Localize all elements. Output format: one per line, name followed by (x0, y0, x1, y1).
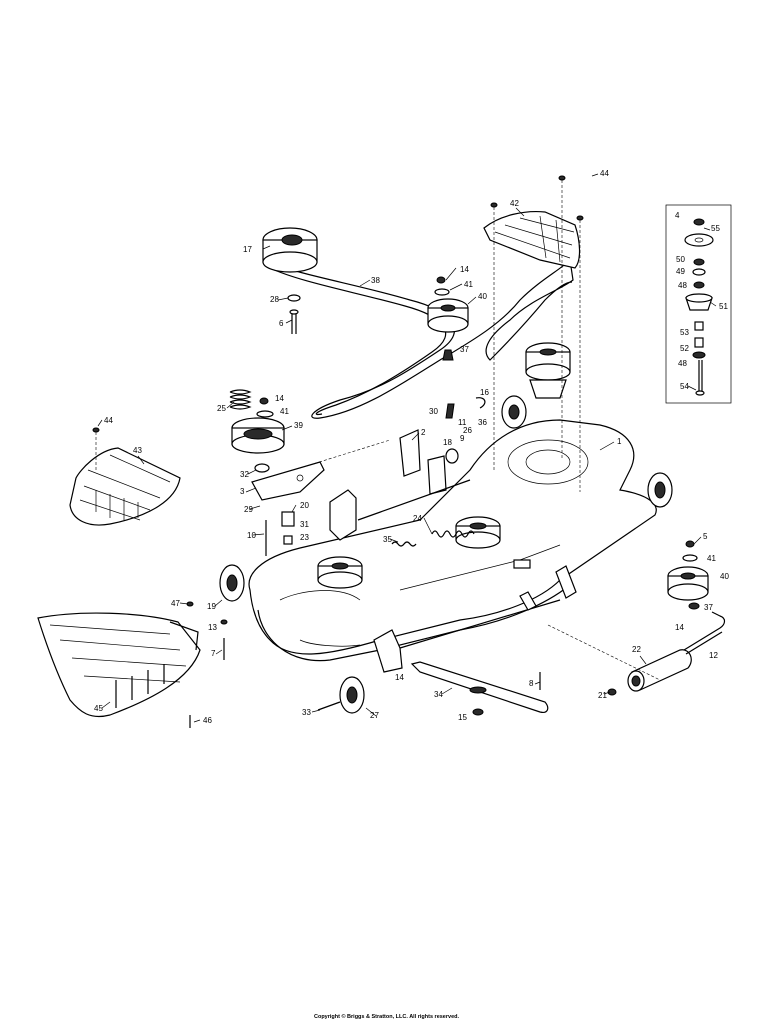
idler-pulley-right (667, 540, 709, 610)
callout-41-c: 41 (707, 554, 716, 563)
callout-36: 36 (478, 418, 487, 427)
callout-48-a: 48 (678, 281, 687, 290)
callout-32: 32 (240, 470, 249, 479)
gauge-wheel-right (647, 472, 673, 508)
spindle-assembly-center (455, 516, 501, 549)
pivot-bolt (287, 294, 301, 334)
callout-34: 34 (434, 690, 443, 699)
callout-6: 6 (279, 319, 284, 328)
callout-53: 53 (680, 328, 689, 337)
callout-10: 10 (247, 531, 256, 540)
callout-31: 31 (300, 520, 309, 529)
callout-44-a: 44 (600, 169, 609, 178)
extension-spring (391, 530, 475, 547)
gauge-wheel-front-left (219, 564, 245, 602)
spindle-assembly-left (317, 556, 363, 589)
drive-belt (267, 258, 574, 419)
belt-cover-left (69, 447, 181, 526)
callout-29: 29 (244, 505, 253, 514)
callout-27: 27 (370, 711, 379, 720)
callout-37-b: 37 (704, 603, 713, 612)
callout-18: 18 (443, 438, 452, 447)
callout-11: 11 (458, 418, 467, 427)
deck-roller (627, 649, 692, 692)
callout-14-b: 14 (275, 394, 284, 403)
deck-hanger-bracket (329, 429, 471, 541)
callout-5: 5 (703, 532, 708, 541)
callout-47: 47 (171, 599, 180, 608)
leader-lines (97, 173, 717, 723)
discharge-chute (37, 612, 201, 718)
callout-42: 42 (510, 199, 519, 208)
callout-3: 3 (240, 487, 245, 496)
idler-pulley-upper (427, 276, 469, 361)
callout-13: 13 (208, 623, 217, 632)
callout-37-a: 37 (460, 345, 469, 354)
roller-rod (683, 611, 726, 655)
callout-19: 19 (207, 602, 216, 611)
callout-25: 25 (217, 404, 226, 413)
callout-54: 54 (680, 382, 689, 391)
callout-38: 38 (371, 276, 380, 285)
callout-28: 28 (270, 295, 279, 304)
callout-16: 16 (480, 388, 489, 397)
small-hardware (92, 175, 661, 728)
callout-20: 20 (300, 501, 309, 510)
callout-55: 55 (711, 224, 720, 233)
callout-43: 43 (133, 446, 142, 455)
idler-pulley-left (229, 389, 285, 473)
clutch-pulley (262, 227, 318, 273)
callout-35: 35 (383, 535, 392, 544)
callout-21: 21 (598, 691, 607, 700)
callout-4: 4 (675, 211, 680, 220)
callout-9: 9 (460, 434, 465, 443)
callout-45: 45 (94, 704, 103, 713)
callout-51: 51 (719, 302, 728, 311)
callout-52: 52 (680, 344, 689, 353)
callout-41-b: 41 (280, 407, 289, 416)
copyright-footer: Copyright © Briggs & Stratton, LLC. All … (313, 1014, 460, 1020)
callout-44-b: 44 (104, 416, 113, 425)
gauge-wheel-rear (501, 395, 527, 429)
callout-46: 46 (203, 716, 212, 725)
callout-41-a: 41 (464, 280, 473, 289)
callout-1: 1 (617, 437, 622, 446)
callout-12: 12 (709, 651, 718, 660)
mower-blade (410, 661, 549, 716)
callout-40-b: 40 (720, 572, 729, 581)
callout-7: 7 (211, 649, 216, 658)
callout-23: 23 (300, 533, 309, 542)
callout-48-b: 48 (678, 359, 687, 368)
callout-40-a: 40 (478, 292, 487, 301)
callout-24: 24 (413, 514, 422, 523)
spindle-detail-box (665, 204, 732, 404)
front-hanger-arm (373, 565, 577, 673)
callout-33: 33 (302, 708, 311, 717)
idler-bracket (251, 461, 325, 501)
callout-14-a: 14 (460, 265, 469, 274)
gauge-wheel-front (317, 676, 365, 714)
callout-39: 39 (294, 421, 303, 430)
callout-14-c: 14 (395, 673, 404, 682)
callout-14-d: 14 (675, 623, 684, 632)
callout-2: 2 (421, 428, 426, 437)
callout-15: 15 (458, 713, 467, 722)
callout-22: 22 (632, 645, 641, 654)
callout-50: 50 (676, 255, 685, 264)
belt-cover-right (483, 210, 581, 269)
callout-labels: 1 2 3 4 5 6 7 8 9 10 11 12 13 14 14 14 1… (94, 169, 729, 725)
callout-26: 26 (463, 426, 472, 435)
spindle-assembly-right (525, 342, 571, 399)
callout-17: 17 (243, 245, 252, 254)
callout-30: 30 (429, 407, 438, 416)
callout-49: 49 (676, 267, 685, 276)
callout-8: 8 (529, 679, 534, 688)
